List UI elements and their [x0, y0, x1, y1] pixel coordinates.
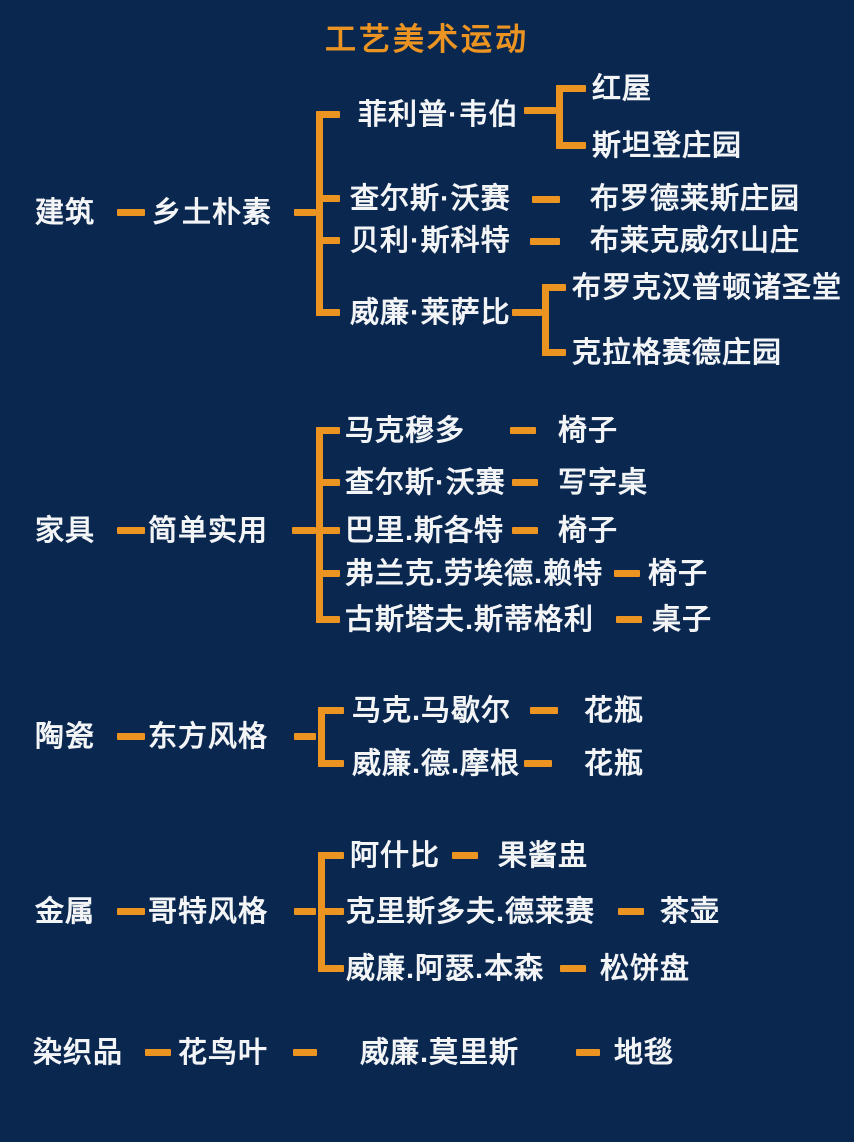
bracket-vline	[542, 284, 549, 356]
person-label: 查尔斯·沃赛	[350, 183, 511, 215]
connector-dash	[117, 908, 145, 915]
connector-dash	[560, 965, 586, 972]
work-label: 花瓶	[584, 695, 645, 727]
person-label: 威廉·莱萨比	[350, 297, 511, 329]
work-label: 椅子	[558, 515, 619, 547]
bracket-tick	[318, 760, 344, 767]
bracket-tick	[316, 111, 340, 118]
bracket-tick	[316, 570, 340, 577]
connector-dash	[530, 707, 558, 714]
bracket-tick	[318, 707, 344, 714]
diagram-title: 工艺美术运动	[325, 22, 529, 57]
style-label-textiles: 花鸟叶	[178, 1037, 269, 1069]
person-label: 克里斯多夫.德莱赛	[346, 896, 596, 928]
work-label: 椅子	[648, 558, 709, 590]
bracket-tick	[556, 142, 586, 149]
person-label: 阿什比	[350, 840, 441, 872]
bracket-vline	[316, 111, 323, 316]
bracket-vline	[318, 707, 325, 767]
connector-dash	[117, 527, 145, 534]
connector-dash	[292, 527, 316, 534]
work-label: 布罗德莱斯庄园	[590, 183, 801, 215]
work-label: 果酱盅	[498, 840, 589, 872]
connector-dash	[293, 1049, 317, 1056]
bracket-tick	[556, 85, 586, 92]
connector-dash	[616, 616, 642, 623]
person-label: 菲利普·韦伯	[358, 99, 519, 131]
work-label: 克拉格赛德庄园	[572, 337, 783, 369]
work-label: 地毯	[614, 1037, 675, 1069]
connector-dash	[145, 1049, 171, 1056]
connector-dash	[512, 309, 542, 316]
bracket-tick	[316, 616, 340, 623]
work-label: 松饼盘	[600, 953, 691, 985]
bracket-tick	[318, 908, 344, 915]
person-label: 弗兰克.劳埃德.赖特	[345, 558, 604, 590]
connector-dash	[524, 760, 552, 767]
category-label-architecture: 建筑	[35, 197, 96, 229]
bracket-tick	[542, 349, 566, 356]
work-label: 写字桌	[558, 467, 649, 499]
bracket-tick	[542, 284, 566, 291]
category-label-ceramics: 陶瓷	[35, 721, 96, 753]
connector-dash	[117, 733, 145, 740]
work-label: 椅子	[558, 415, 619, 447]
person-label: 马克穆多	[345, 415, 466, 447]
style-label-metal: 哥特风格	[148, 896, 269, 928]
bracket-tick	[318, 965, 344, 972]
connector-dash	[452, 852, 478, 859]
person-label: 威廉.阿瑟.本森	[346, 953, 545, 985]
bracket-tick	[318, 852, 344, 859]
person-label: 巴里.斯各特	[345, 515, 505, 547]
style-label-furniture: 简单实用	[148, 515, 269, 547]
person-label: 马克.马歇尔	[352, 695, 512, 727]
connector-dash	[294, 908, 316, 915]
work-label: 斯坦登庄园	[592, 130, 743, 162]
connector-dash	[576, 1049, 600, 1056]
work-label: 花瓶	[584, 748, 645, 780]
bracket-tick	[316, 195, 340, 202]
bracket-tick	[316, 427, 340, 434]
connector-dash	[117, 209, 145, 216]
connector-dash	[524, 107, 556, 114]
connector-dash	[618, 908, 644, 915]
work-label: 红屋	[592, 73, 653, 105]
bracket-tick	[316, 309, 340, 316]
work-label: 布罗克汉普顿诸圣堂	[572, 272, 843, 304]
category-label-furniture: 家具	[35, 515, 96, 547]
bracket-tick	[316, 479, 340, 486]
work-label: 桌子	[652, 604, 713, 636]
style-label-ceramics: 东方风格	[148, 721, 269, 753]
person-label: 古斯塔夫.斯蒂格利	[345, 604, 595, 636]
style-label-architecture: 乡土朴素	[152, 197, 273, 229]
person-label: 威廉.德.摩根	[352, 748, 521, 780]
connector-dash	[512, 479, 538, 486]
category-label-metal: 金属	[35, 896, 96, 928]
connector-dash	[532, 196, 560, 203]
connector-dash	[294, 209, 316, 216]
category-label-textiles: 染织品	[33, 1037, 124, 1069]
connector-dash	[614, 570, 640, 577]
work-label: 茶壶	[660, 896, 721, 928]
connector-dash	[510, 427, 536, 434]
person-label: 查尔斯·沃赛	[345, 467, 506, 499]
bracket-vline	[556, 85, 563, 149]
work-label: 布莱克威尔山庄	[590, 225, 801, 257]
person-label: 威廉.莫里斯	[360, 1037, 520, 1069]
connector-dash	[294, 733, 316, 740]
bracket-tick	[316, 237, 340, 244]
bracket-vline	[316, 427, 323, 623]
bracket-tick	[316, 527, 340, 534]
connector-dash	[530, 238, 560, 245]
connector-dash	[512, 527, 538, 534]
person-label: 贝利·斯科特	[350, 225, 511, 257]
